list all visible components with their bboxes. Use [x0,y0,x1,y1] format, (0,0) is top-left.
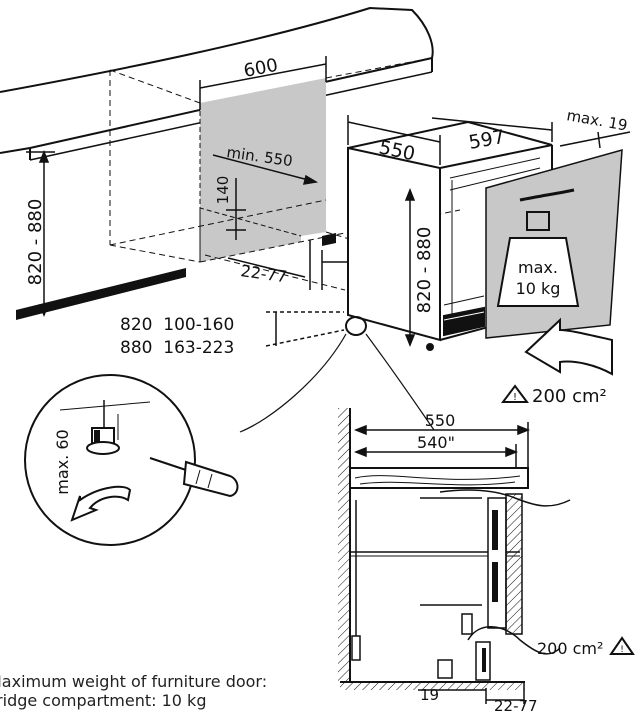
svg-text:!: ! [620,645,624,655]
offset-dimension [227,240,311,290]
appliance-dimensions [347,115,553,348]
foot-dimension [265,311,345,347]
niche [16,57,461,320]
appliance-width-label: 597 [467,126,507,154]
depth-dimension [212,154,319,185]
caption-line1: Maximum weight of furniture door: [0,672,268,691]
foot-detail [24,316,435,546]
foot-adjust-label: max. 60 [53,429,72,494]
section-dimensions [353,422,531,704]
section-depth-inner-label: 540" [417,433,455,452]
warning-triangle-icon: ! [609,636,635,655]
svg-text:!: ! [513,392,517,403]
section-depth-outer-label: 550 [425,411,456,430]
foot-table-row1: 820 100-160 [120,315,234,335]
niche-width-label: 600 [242,55,280,82]
niche-height-label: 820 - 880 [25,199,46,286]
plinth-dimension [226,178,246,240]
curved-arrow-icon [524,317,613,376]
door-overhang-label: max. 19 [565,106,629,134]
height-dimension-left [26,149,55,318]
section-bottom-left-label: 19 [420,686,439,704]
caption-line2: Fridge compartment: 10 kg [0,691,207,710]
section-vent-label: 200 cm² [537,639,603,658]
width-dimension [199,56,327,110]
weight-line2: 10 kg [516,279,561,298]
section-bottom-right-label: 22-77 [494,697,538,711]
foot-table-row2: 880 163-223 [120,338,234,358]
caption: Maximum weight of furniture door: Fridge… [0,672,267,710]
weight-line1: max. [518,258,558,277]
warning-triangle-icon: ! [501,384,529,403]
plinth-offset-label: 22-77 [239,261,288,286]
overhang-dimension [559,131,631,149]
weight-icon [496,211,580,307]
vent-area-label: 200 cm² [532,386,607,407]
screwdriver-icon [149,457,239,498]
plinth-height-label: 140 [214,176,232,205]
appliance-height-label: 820 - 880 [414,227,435,314]
section-view [338,408,571,690]
